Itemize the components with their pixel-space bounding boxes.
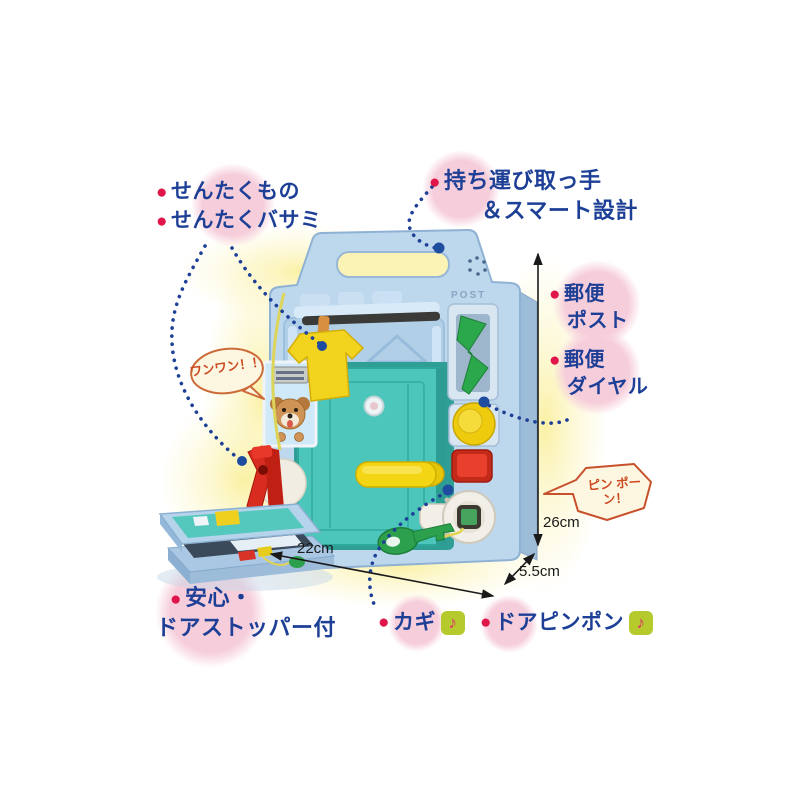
mail-dial (448, 402, 500, 447)
callout-carry-label2: ＆スマート設計 (481, 198, 638, 223)
music-note-icon: ♪ (628, 611, 653, 635)
callout-stopper-line1: ●安心・ (170, 584, 336, 614)
dimension-arrows (269, 252, 543, 599)
bullet-icon: ● (549, 284, 561, 305)
clothesline-string (271, 292, 286, 451)
callout-dial-line1: ●郵便 (549, 347, 648, 374)
callout-circle-dial (553, 327, 641, 415)
speech-bubble-chime (543, 463, 652, 521)
callout-post-line2: ポスト (567, 308, 629, 334)
dimension-depth-label: 5.5cm (519, 563, 560, 580)
music-note-icon: ♪ (440, 611, 465, 635)
connector-endpoints (237, 242, 490, 496)
bullet-icon: ● (156, 182, 168, 203)
callout-laundry-line1: ●せんたくもの (156, 178, 321, 207)
speech-chime-line1: ピン (587, 477, 614, 493)
doorbell-button (451, 449, 493, 483)
callout-laundry-line2: ●せんたくバサミ (156, 207, 321, 236)
dimension-width-label: 22cm (297, 540, 334, 557)
callout-laundry-label2: せんたくバサミ (170, 209, 322, 232)
callout-circle-key (388, 594, 446, 652)
mail-post-slot (447, 303, 499, 401)
callout-dial-label2: ダイヤル (567, 376, 649, 398)
callout-post-line1: ●郵便 (549, 281, 629, 308)
callout-key: ●カギ♪ (378, 609, 465, 637)
callout-circle-laundry (191, 163, 275, 247)
connector-clothespin (170, 244, 242, 462)
callout-doorbell-label: ドアピンポン (494, 611, 624, 634)
callout-key-label: カギ (392, 611, 436, 634)
toy-side-face (519, 291, 538, 561)
callout-mail-post: ●郵便 ポスト (549, 281, 629, 334)
callout-carry-handle: ●持ち運び取っ手 ＆スマート設計 (429, 167, 638, 225)
post-embossed-text: POST (451, 290, 487, 301)
door-lever-handle (355, 461, 445, 488)
toy-busyboard (246, 228, 538, 572)
callout-stopper-line2: ドアストッパー付 (156, 614, 336, 642)
callout-laundry-label1: せんたくもの (170, 180, 300, 203)
dimension-arrow-width (269, 551, 495, 599)
connector-handle (407, 185, 438, 250)
callout-key-row: ●カギ♪ (378, 609, 465, 637)
callout-circle-carry (422, 150, 500, 228)
callout-laundry: ●せんたくもの ●せんたくバサミ (156, 178, 321, 236)
callout-stopper-label1: 安心・ (184, 585, 253, 610)
bullet-icon: ● (429, 172, 441, 193)
speaker-holes-icon (468, 256, 487, 276)
connector-dial (484, 402, 569, 425)
callout-carry-label1: 持ち運び取っ手 (443, 168, 602, 193)
callout-mail-dial: ●郵便 ダイヤル (549, 347, 648, 400)
bullet-icon: ● (549, 350, 561, 371)
callout-carry-line1: ●持ち運び取っ手 (429, 167, 638, 197)
callout-post-label1: 郵便 (563, 283, 605, 305)
clothesline-slot (293, 301, 440, 326)
callout-doorbell-row: ●ドアピンポン♪ (480, 609, 653, 637)
callout-doorbell: ●ドアピンポン♪ (480, 609, 653, 637)
callout-post-label2: ポスト (567, 310, 629, 332)
carry-handle (336, 251, 450, 278)
callout-stopper-label2: ドアストッパー付 (156, 615, 337, 640)
toy-door (294, 362, 454, 550)
callout-circle-post (553, 260, 641, 348)
callout-dial-line2: ダイヤル (567, 374, 648, 400)
callout-circle-doorbell (480, 595, 538, 653)
dimension-arrow-depth (503, 552, 536, 586)
bullet-icon: ● (170, 589, 182, 610)
speech-bubbles (190, 347, 652, 521)
bullet-icon: ● (378, 612, 390, 633)
embossed-decor (300, 291, 402, 307)
callout-dial-label1: 郵便 (563, 349, 605, 371)
bullet-icon: ● (480, 612, 492, 633)
door-lock (419, 490, 496, 544)
dimension-height-label: 26cm (543, 514, 580, 531)
callout-door-stopper: ●安心・ ドアストッパー付 (156, 584, 336, 642)
clothespin (246, 445, 307, 515)
speech-chime-text: ピン ポーン！ (584, 475, 646, 509)
bullet-icon: ● (156, 211, 168, 232)
laundry-shirt (287, 315, 365, 402)
mail-flap (456, 315, 489, 395)
callout-circles (155, 150, 641, 668)
speech-bubble-bark (190, 347, 264, 395)
callout-carry-line2: ＆スマート設計 (481, 197, 638, 225)
